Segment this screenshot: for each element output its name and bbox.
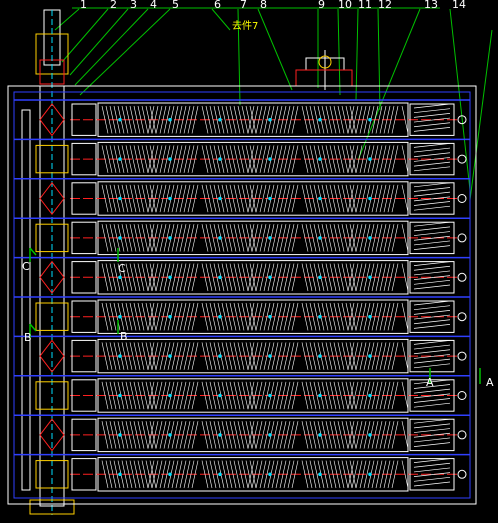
part-number-9: 9 [318,0,325,11]
section-c-left-label: C [22,260,30,273]
module-row [14,256,470,295]
removal-note: 去件7 [232,20,258,32]
part-number-4: 4 [150,0,157,11]
part-number-6: 6 [214,0,221,11]
heat-exchange-rows [14,99,470,492]
part-number-14: 14 [452,0,466,11]
module-row [14,335,470,374]
module-row [14,217,470,256]
part-number-2: 2 [110,0,117,11]
part-number-11: 11 [358,0,372,11]
section-a-left-label: A [426,376,434,389]
part-number-1: 1 [80,0,87,11]
module-row [14,99,470,137]
part-number-12: 12 [378,0,392,11]
top-lifting-lug [295,50,353,90]
section-a-right-label: A [486,376,494,389]
main-frame [7,85,477,505]
module-row [14,453,470,492]
module-row [14,375,470,413]
module-row [14,414,470,453]
part-number-10: 10 [338,0,352,11]
part-number-3: 3 [130,0,137,11]
part-number-8: 8 [260,0,267,11]
module-row [14,138,470,177]
part-number-5: 5 [172,0,179,11]
module-row [14,296,470,334]
part-number-7: 7 [240,0,247,11]
module-row [14,178,470,216]
section-b-right-label: B [120,330,128,343]
section-c-right-label: C [118,262,126,275]
section-b-left-label: B [24,331,32,344]
section-markers [29,247,481,384]
part-number-13: 13 [424,0,438,11]
